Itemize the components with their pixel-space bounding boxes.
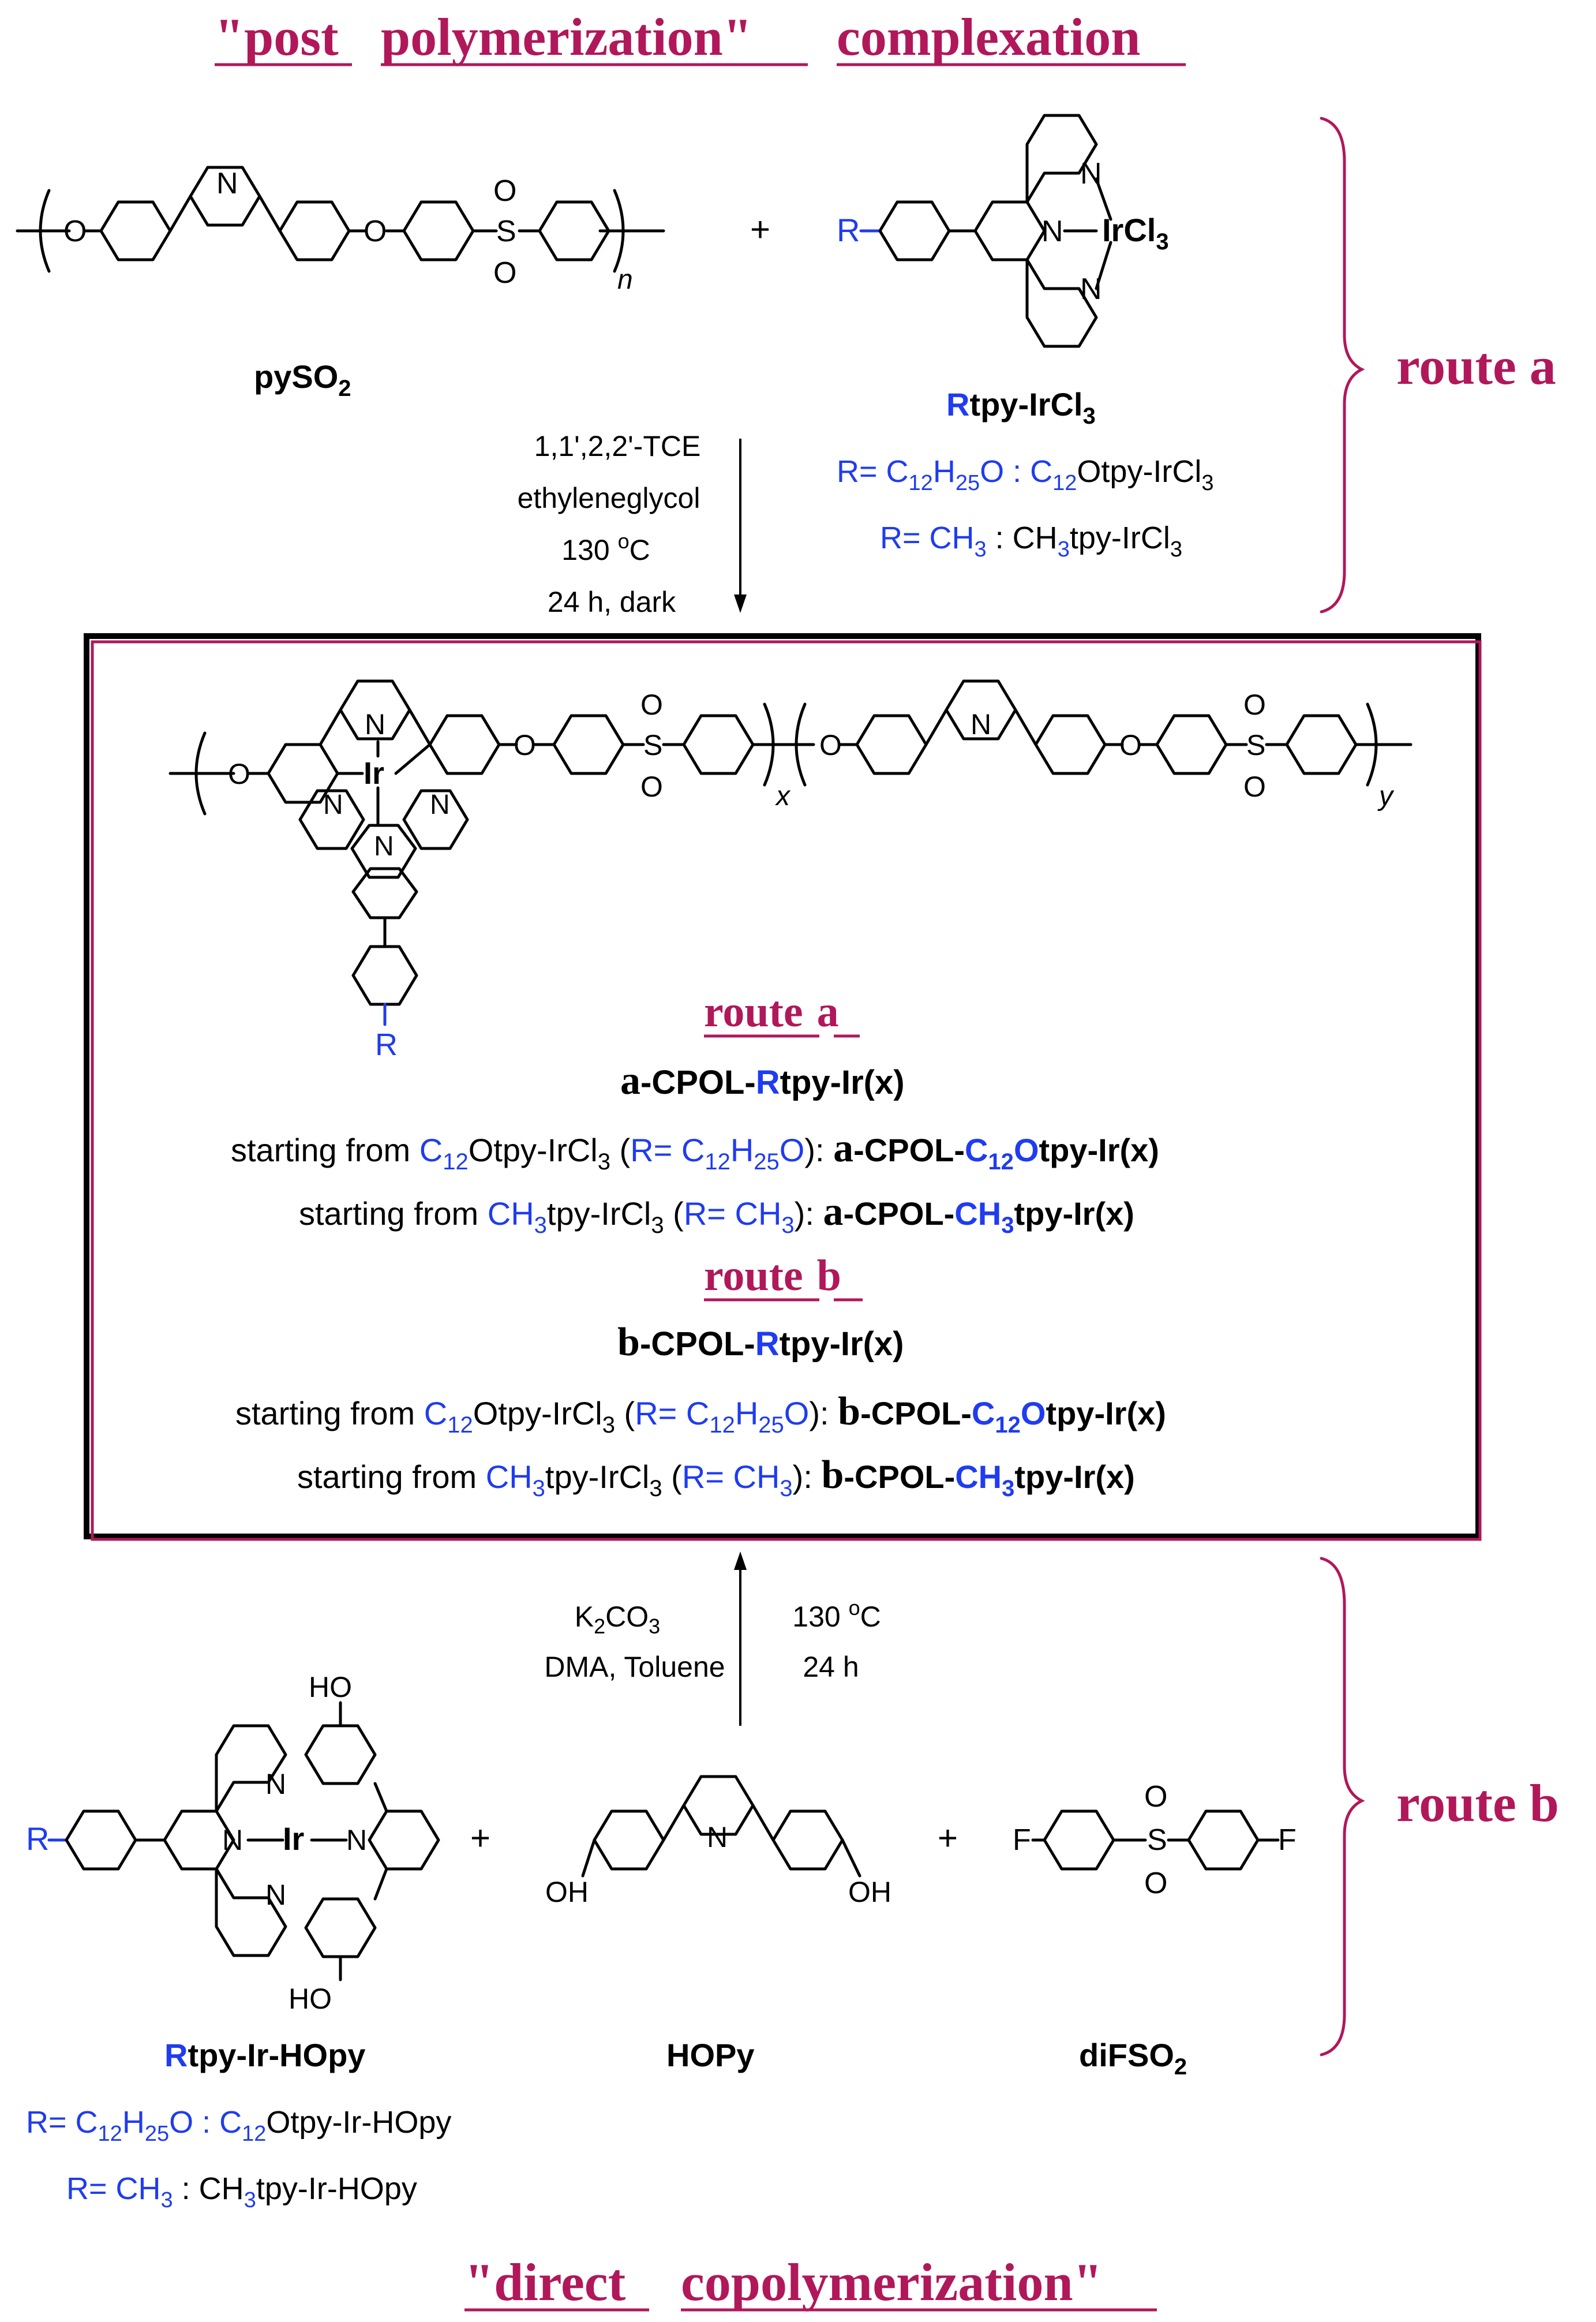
hopy-structure: N OH OH: [545, 1775, 891, 1908]
rtpy-ircl3-structure: R N N N IrCl3: [837, 114, 1169, 348]
ircl3-variant-c12: R= C12H25O : C12Otpy-IrCl3: [837, 454, 1214, 495]
hopy-variant-ch3: R= CH3 : CH3tpy-Ir-HOpy: [66, 2171, 417, 2212]
repeat-y: y: [1377, 781, 1395, 812]
svg-text:N: N: [323, 790, 343, 820]
heading-direct: "direct: [464, 2253, 626, 2312]
svg-text:O: O: [1243, 771, 1266, 803]
svg-text:R: R: [26, 1820, 49, 1857]
svg-text:N: N: [222, 1824, 243, 1856]
ho-top: HO: [309, 1671, 352, 1703]
svg-text:N: N: [365, 708, 385, 741]
svg-text:S: S: [496, 215, 516, 248]
svg-text:130 oC: 130 oC: [561, 529, 650, 566]
svg-text:O: O: [1144, 1780, 1167, 1814]
hopy-variant-c12: R= C12H25O : C12Otpy-Ir-HOpy: [26, 2105, 451, 2146]
ho-bottom: HO: [289, 1983, 332, 2015]
product-R-label: R: [375, 1027, 398, 1062]
pyso2-label: pySO2: [254, 358, 351, 401]
svg-text:N: N: [707, 1821, 728, 1853]
svg-text:O: O: [819, 729, 842, 761]
svg-text:K2CO3: K2CO3: [575, 1601, 660, 1638]
ircl3-label: IrCl3: [1102, 212, 1169, 255]
route-b-title: b-CPOL-Rtpy-Ir(x): [617, 1320, 904, 1364]
route-b-line-c12: starting from C12Otpy-IrCl3 (R= C12H25O)…: [235, 1389, 1166, 1438]
plus-top: +: [750, 210, 770, 249]
svg-text:O: O: [1144, 1867, 1167, 1900]
top-heading: "post polymerization" complexation: [215, 8, 1186, 66]
plus-bottom-1: +: [470, 1819, 490, 1857]
svg-text:OH: OH: [545, 1876, 589, 1908]
svg-text:OH: OH: [848, 1876, 891, 1908]
svg-text:O: O: [1243, 689, 1266, 721]
difso2-label: diFSO2: [1079, 2037, 1187, 2080]
route-a-line-ch3: starting from CH3tpy-IrCl3 (R= CH3): a-C…: [299, 1190, 1134, 1238]
ir-center-label: Ir: [364, 756, 384, 791]
svg-text:24 h, dark: 24 h, dark: [548, 586, 676, 618]
route-b-conditions: K2CO3 DMA, Toluene 130 oC 24 h: [544, 1596, 881, 1683]
svg-text:1,1',2,2'-TCE: 1,1',2,2'-TCE: [534, 430, 701, 462]
pyridine-N-label: N: [216, 167, 238, 200]
heading-copolymerization: copolymerization": [681, 2253, 1103, 2312]
svg-text:ethyleneglycol: ethyleneglycol: [518, 482, 700, 514]
pyso2-polymer-structure: O N O S O O n: [16, 166, 665, 295]
svg-text:F: F: [1278, 1823, 1297, 1857]
svg-text:O: O: [63, 215, 87, 248]
svg-text:24 h: 24 h: [803, 1651, 859, 1683]
route-a-conditions: 1,1',2,2'-TCE ethyleneglycol 130 oC 24 h…: [518, 430, 701, 618]
svg-text:O: O: [640, 771, 663, 803]
ir-label-b: Ir: [283, 1820, 304, 1857]
svg-text:O: O: [493, 174, 516, 208]
svg-text:S: S: [1147, 1823, 1167, 1857]
svg-text:N: N: [1041, 215, 1063, 248]
heading-polymerization: polymerization": [381, 8, 752, 66]
R-label: R: [837, 212, 860, 248]
repeat-n: n: [617, 264, 633, 295]
svg-text:O: O: [1119, 729, 1142, 761]
route-a-line-c12: starting from C12Otpy-IrCl3 (R= C12H25O)…: [231, 1126, 1159, 1175]
route-b-brace: [1320, 1557, 1365, 2056]
route-b-side-label: route b: [1396, 1774, 1559, 1833]
svg-text:N: N: [265, 1768, 286, 1800]
svg-text:F: F: [1013, 1823, 1031, 1857]
rtpy-ircl3-name: Rtpy-IrCl3: [946, 386, 1096, 429]
route-a-brace: [1320, 117, 1365, 614]
svg-text:O: O: [514, 729, 536, 761]
repeat-x: x: [775, 781, 791, 812]
heading-complexation: complexation: [837, 8, 1140, 66]
svg-text:DMA, Toluene: DMA, Toluene: [544, 1651, 725, 1683]
svg-text:N: N: [346, 1824, 367, 1856]
route-b-line-ch3: starting from CH3tpy-IrCl3 (R= CH3): b-C…: [297, 1453, 1135, 1501]
rtpy-ir-hopy-structure: R N N N Ir N HO HO: [26, 1671, 440, 2015]
svg-text:S: S: [643, 729, 662, 761]
heading-post: "post: [215, 8, 339, 66]
svg-text:O: O: [640, 689, 663, 721]
hopy-label: HOPy: [666, 2037, 755, 2073]
bottom-heading: "direct copolymerization": [464, 2253, 1157, 2312]
svg-text:N: N: [265, 1879, 286, 1911]
svg-text:N: N: [374, 831, 394, 862]
svg-text:N: N: [971, 708, 991, 741]
rtpy-ir-hopy-name: Rtpy-Ir-HOpy: [164, 2037, 365, 2073]
svg-text:S: S: [1246, 729, 1265, 761]
svg-text:O: O: [228, 758, 250, 790]
svg-text:O: O: [364, 215, 387, 248]
difso2-structure: F S O O F: [1013, 1780, 1297, 1900]
plus-bottom-2: +: [938, 1819, 958, 1857]
svg-text:O: O: [493, 256, 516, 290]
route-a-side-label: route a: [1396, 336, 1556, 395]
ircl3-variant-ch3: R= CH3 : CH3tpy-IrCl3: [880, 521, 1182, 562]
route-a-title: a-CPOL-Rtpy-Ir(x): [620, 1059, 905, 1103]
product-box: [84, 633, 1481, 1539]
product-polymer-structure: O N Ir O S O O x O N O: [168, 679, 1413, 1062]
svg-text:N: N: [430, 790, 450, 820]
svg-text:130 oC: 130 oC: [792, 1596, 881, 1633]
